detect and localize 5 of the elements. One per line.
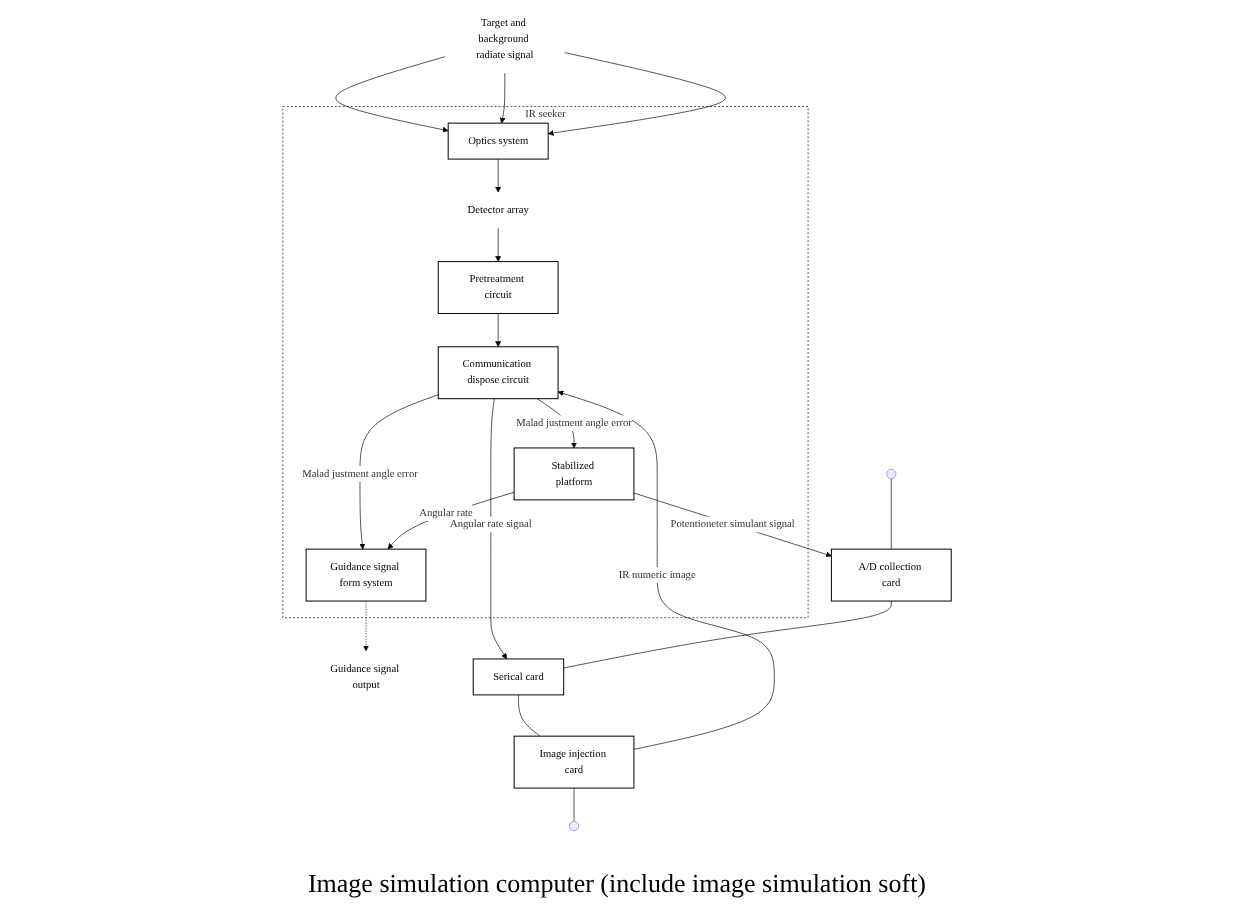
connector [563, 600, 892, 669]
connector [890, 478, 892, 550]
connector [518, 694, 541, 737]
note-text: Image simulation computer (include image simulation soft) [305, 866, 929, 902]
connector [573, 787, 575, 822]
